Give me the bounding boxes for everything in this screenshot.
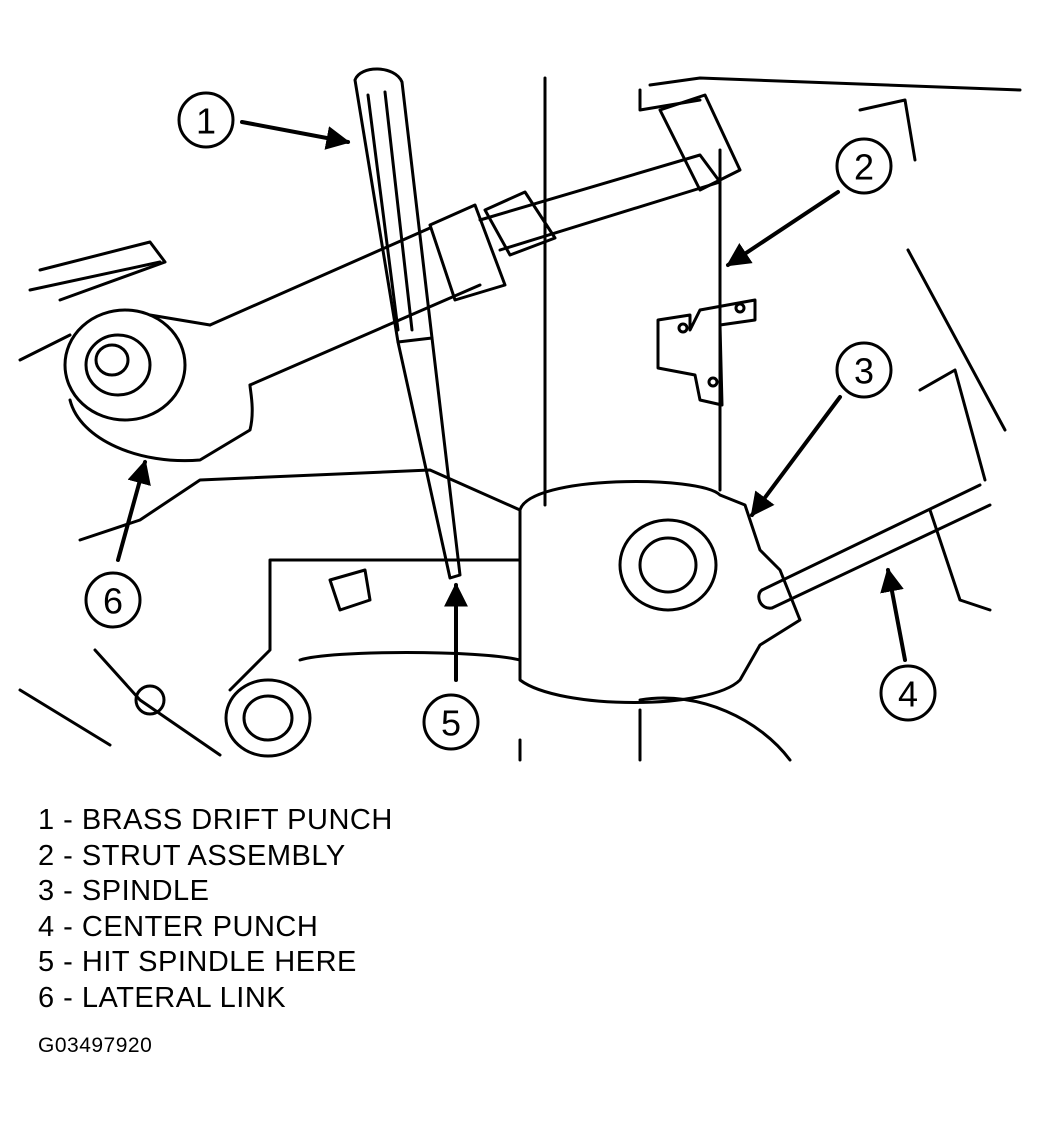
callout-number-4: 4 bbox=[898, 674, 918, 715]
strut-spindle-illustration: 1 2 3 4 5 6 bbox=[18, 67, 1022, 762]
callout-number-3: 3 bbox=[854, 351, 874, 392]
legend: 1 - BRASS DRIFT PUNCH 2 - STRUT ASSEMBLY… bbox=[38, 803, 393, 1016]
strut-assembly bbox=[543, 76, 757, 507]
lateral-link bbox=[63, 93, 742, 463]
legend-item: 2 - STRUT ASSEMBLY bbox=[38, 839, 346, 872]
callout-circles bbox=[84, 91, 937, 751]
legend-item: 3 - SPINDLE bbox=[38, 875, 210, 907]
callout-number-1: 1 bbox=[196, 101, 216, 142]
callout-number-2: 2 bbox=[854, 147, 874, 188]
figure-id: G03497920 bbox=[38, 1034, 153, 1057]
callout-circle-6 bbox=[84, 571, 142, 629]
callout-arrows bbox=[116, 120, 907, 682]
callout-circle-5 bbox=[422, 693, 480, 751]
callout-number-6: 6 bbox=[103, 581, 123, 622]
callout-circle-3 bbox=[835, 341, 893, 399]
callout-number-5: 5 bbox=[441, 703, 461, 744]
spindle bbox=[78, 468, 802, 762]
legend-item: 5 - HIT SPINDLE HERE bbox=[38, 946, 357, 978]
background-panels bbox=[18, 76, 1022, 747]
brass-drift-punch bbox=[353, 67, 462, 580]
legend-item: 4 - CENTER PUNCH bbox=[38, 910, 319, 943]
callout-circle-2 bbox=[835, 137, 893, 195]
center-punch bbox=[757, 483, 992, 610]
legend-item: 1 - BRASS DRIFT PUNCH bbox=[38, 804, 393, 836]
callout-circle-4 bbox=[879, 664, 937, 722]
legend-item: 6 - LATERAL LINK bbox=[38, 981, 287, 1014]
callout-circle-1 bbox=[177, 91, 235, 149]
